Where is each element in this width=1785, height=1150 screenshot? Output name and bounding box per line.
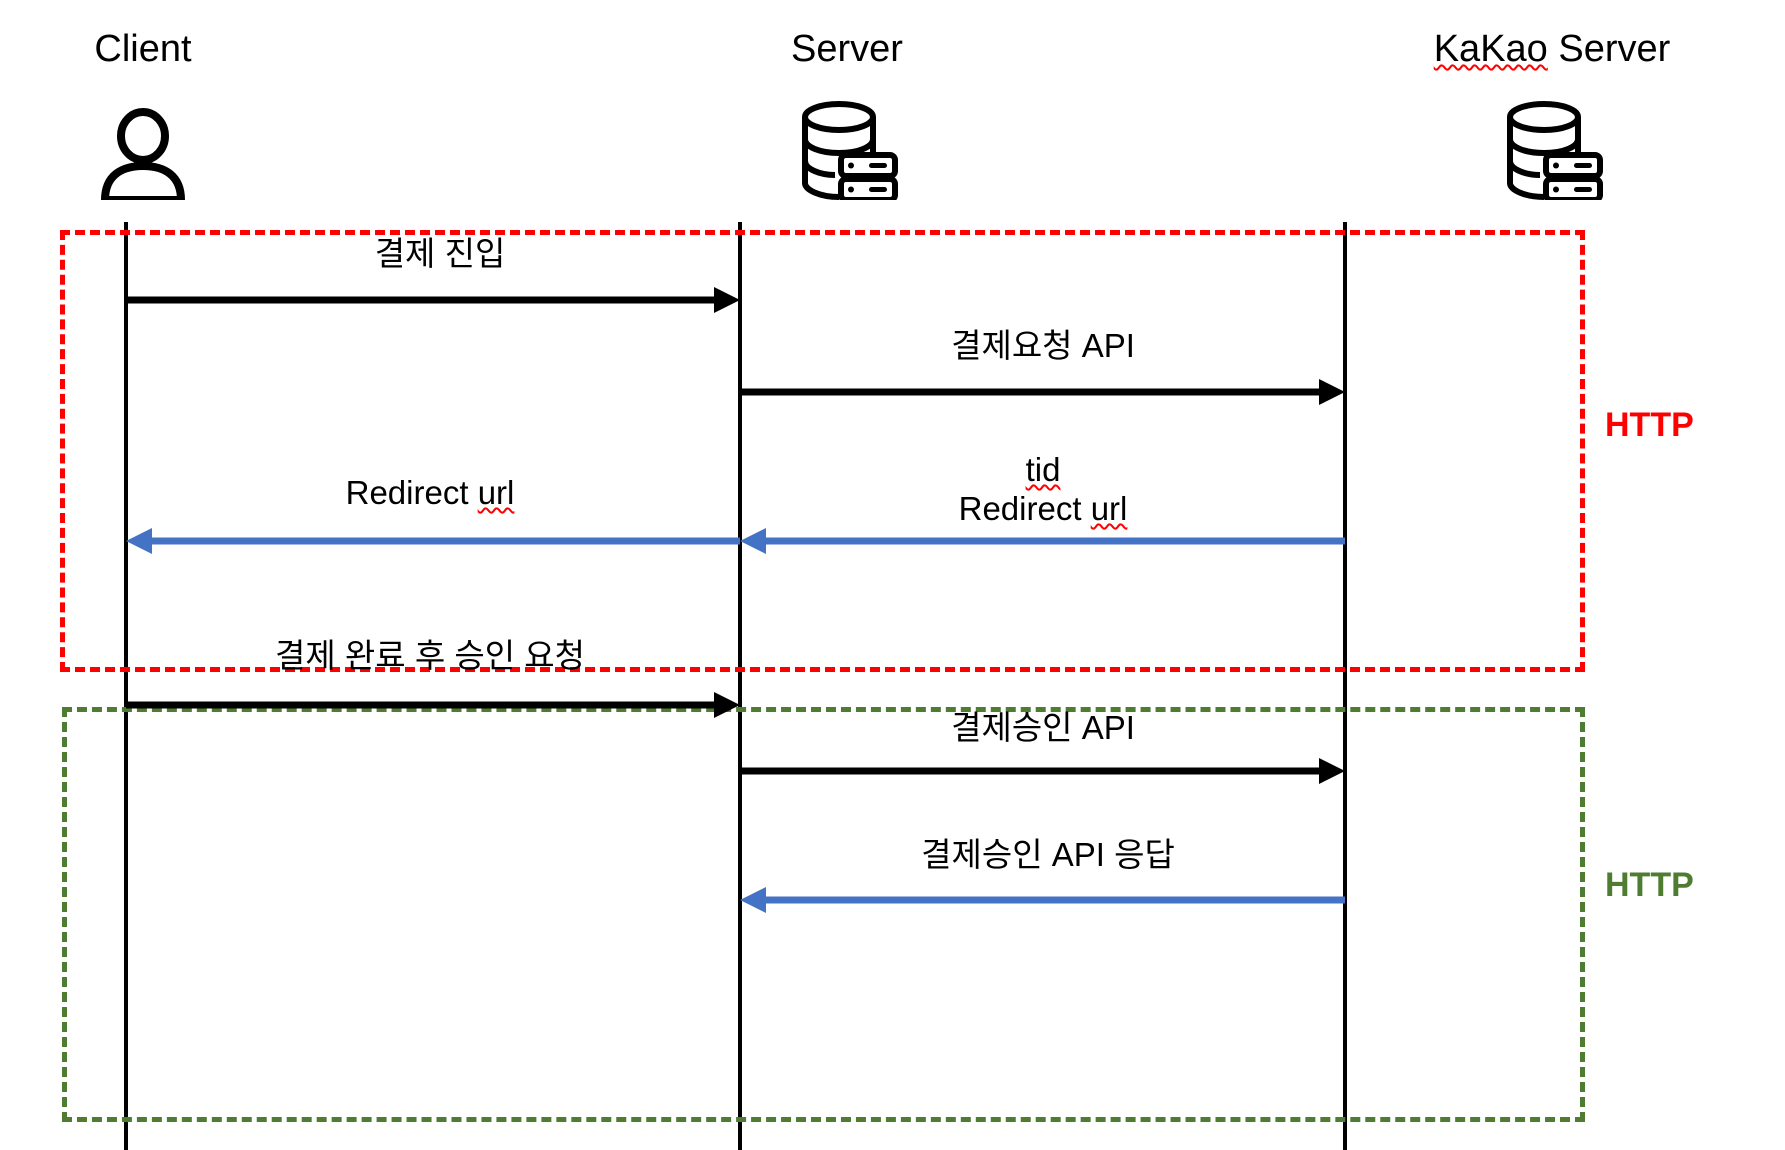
- database-server-icon: [1500, 100, 1604, 205]
- phase-label-phase-1: HTTP: [1605, 406, 1694, 444]
- actor-label-client: Client: [94, 28, 192, 70]
- message-label-url: url: [1090, 489, 1128, 527]
- message-label-m1: 결제 진입: [374, 235, 506, 272]
- message-arrow-m6: [740, 754, 1345, 788]
- database-server-icon: [795, 100, 899, 205]
- message-arrow-m1: [126, 283, 740, 317]
- lifeline-server: [738, 222, 742, 1150]
- message-label-line1-m3: tid: [959, 451, 1128, 490]
- lifeline-client: [124, 222, 128, 1150]
- actor-label-server: Server: [791, 28, 903, 70]
- message-arrow-m4: [126, 524, 740, 558]
- message-arrow-m5: [126, 688, 740, 722]
- person-icon: [97, 108, 189, 205]
- actor-label-rest-kakao: Server: [1547, 28, 1671, 70]
- message-label-m2: 결제요청 API: [951, 327, 1135, 364]
- phase-box-phase-2: [62, 707, 1585, 1122]
- message-label-tid: tid: [1025, 451, 1061, 488]
- lifeline-kakao: [1343, 222, 1347, 1150]
- actor-label-misspelled-kakao: KaKao: [1433, 28, 1548, 70]
- message-label-m5: 결제 완료 후 승인 요청: [275, 637, 585, 674]
- message-label-m4: Redirect url: [345, 474, 515, 511]
- message-arrow-m7: [740, 883, 1345, 917]
- message-label-url: url: [477, 474, 515, 511]
- message-arrow-m2: [740, 375, 1345, 409]
- phase-label-phase-2: HTTP: [1605, 866, 1694, 904]
- message-label-m7: 결제승인 API 응답: [921, 836, 1175, 873]
- phase-box-phase-1: [60, 230, 1585, 672]
- message-arrow-m3: [740, 524, 1345, 558]
- message-label-line2-m3: Redirect url: [958, 489, 1128, 527]
- message-label-m6: 결제승인 API: [951, 709, 1135, 746]
- actor-label-kakao: KaKao Server: [1434, 30, 1671, 68]
